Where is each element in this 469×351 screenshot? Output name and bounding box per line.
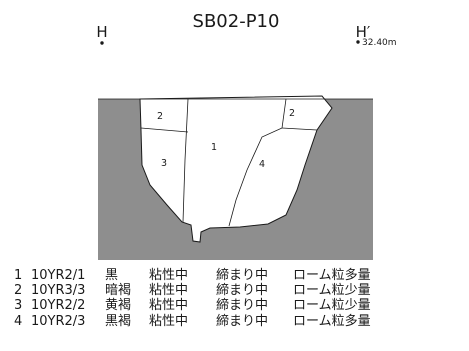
legend-compaction: 締まり中 [216,268,269,283]
legend-num: 4 [14,313,23,329]
legend-row: 4 10YR2/3 黒褐 粘性中 締まり中 ローム粒多量 [14,314,371,329]
left-marker-dot [100,41,104,45]
legend-row: 3 10YR2/2 黄褐 粘性中 締まり中 ローム粒少量 [14,298,371,313]
layer-label: 4 [259,159,265,170]
right-marker-label: H′ [356,23,371,41]
layer-boundary-1-4 [228,98,287,227]
layer-label: 2 [289,108,295,119]
legend-viscosity: 粘性中 [149,268,189,283]
layer-label: 1 [211,142,217,153]
legend-munsell-code: 10YR3/3 [31,283,86,299]
legend-viscosity: 粘性中 [149,313,189,329]
legend-inclusion: ローム粒少量 [293,298,371,314]
legend-inclusion: ローム粒多量 [293,268,371,283]
legend-compaction: 締まり中 [216,283,269,299]
legend-soil-color: 黒 [105,268,119,283]
layer-label: 2 [157,111,163,122]
legend-soil-color: 黄褐 [105,298,132,314]
legend-compaction: 締まり中 [216,313,269,329]
legend-munsell-code: 10YR2/2 [31,298,86,314]
left-marker-label: H [96,23,107,41]
legend-num: 3 [14,298,23,314]
legend-inclusion: ローム粒多量 [293,313,371,329]
legend-soil-color: 暗褐 [105,283,132,299]
legend-munsell-code: 10YR2/1 [31,268,86,283]
legend-munsell-code: 10YR2/3 [31,313,86,329]
legend-row: 1 10YR2/1 黒 粘性中 締まり中 ローム粒多量 [14,268,371,283]
elevation-label: 32.40m [362,38,397,48]
legend-viscosity: 粘性中 [149,298,189,314]
legend-viscosity: 粘性中 [149,283,189,299]
pit-fill [139,95,333,243]
legend-row: 2 10YR3/3 暗褐 粘性中 締まり中 ローム粒少量 [14,283,371,298]
legend-soil-color: 黒褐 [105,313,132,329]
layer-label: 3 [161,158,167,169]
legend-num: 2 [14,283,23,299]
figure-title: SB02-P10 [193,11,280,32]
legend-inclusion: ローム粒少量 [293,283,371,299]
layer-boundary-3-1 [182,98,189,223]
layer-boundary-2-right [281,127,318,131]
layer-legend: 1 10YR2/1 黒 粘性中 締まり中 ローム粒多量 2 10YR3/3 暗褐… [14,268,371,329]
legend-compaction: 締まり中 [216,298,269,314]
layer-boundary-2-left [140,127,189,133]
right-marker-dot [356,40,360,44]
legend-num: 1 [14,268,23,283]
